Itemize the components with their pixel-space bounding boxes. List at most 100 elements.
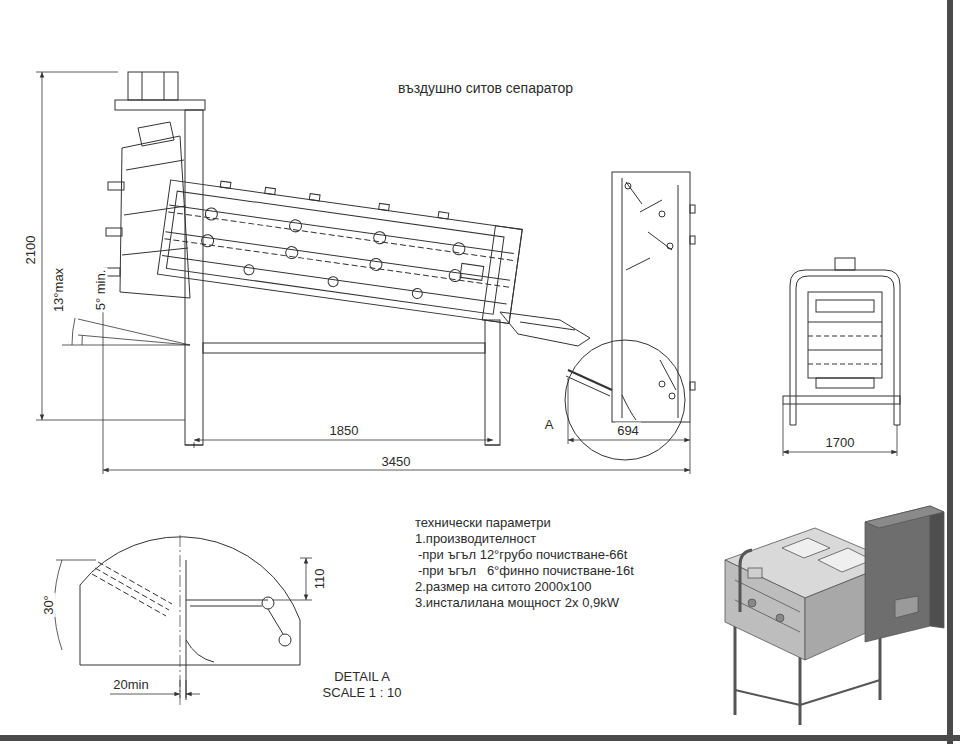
- separator-side-view: [128, 72, 178, 100]
- separator-end-view: [783, 452, 897, 453]
- separator-3d-view: [776, 614, 784, 622]
- angle-label: 30°: [41, 593, 56, 617]
- separator-end-view: [808, 292, 882, 378]
- detail-a-view: [180, 535, 181, 705]
- separator-side-view: [285, 246, 299, 260]
- dimension-label: 1700: [824, 435, 857, 450]
- separator-end-view: [783, 396, 900, 404]
- dimension-lines: [78, 319, 190, 345]
- detail-a-view: [186, 640, 214, 662]
- detail-title: DETAIL A: [332, 669, 392, 684]
- separator-side-view: [485, 320, 500, 445]
- separator-side-view: [106, 228, 122, 236]
- detail-a-view: [186, 600, 268, 601]
- separator-side-view: [138, 122, 174, 146]
- separator-end-view: [783, 404, 784, 456]
- separator-end-view: [897, 425, 898, 456]
- separator-side-view: [379, 203, 390, 210]
- separator-side-view: [659, 211, 665, 217]
- separator-side-view: [690, 205, 695, 213]
- dimension-lines: [36, 72, 690, 474]
- separator-side-view: [142, 72, 143, 100]
- detail-a-view: [180, 680, 181, 698]
- separator-3d-view: [930, 506, 944, 628]
- spec-line: 3.инсталилана мощност 2х 0,9kW: [413, 595, 621, 610]
- separator-side-view: [104, 72, 695, 460]
- angle-label: 13°max: [51, 266, 66, 314]
- separator-side-view: [626, 182, 642, 204]
- dimension-lines: [194, 440, 493, 441]
- separator-side-view: [625, 183, 631, 189]
- separator-side-view: [120, 136, 190, 298]
- separator-3d-view: [725, 560, 805, 660]
- dimension-lines: [690, 422, 691, 474]
- detail-a-view: [306, 558, 307, 600]
- separator-side-view: [162, 256, 507, 304]
- separator-side-view: [626, 258, 650, 270]
- separator-side-view: [669, 393, 675, 399]
- detail-a-view: [80, 537, 300, 665]
- detail-scale: SCALE 1 : 10: [321, 685, 404, 700]
- separator-side-view: [201, 234, 215, 248]
- sheet-border: [947, 0, 953, 744]
- separator-side-view: [124, 206, 186, 215]
- dimension-lines: [103, 470, 690, 471]
- dimension-label: 2100: [23, 234, 38, 267]
- separator-3d-view: [735, 580, 800, 612]
- dimension-label: 110: [312, 567, 327, 592]
- separator-side-view: [452, 242, 466, 256]
- separator-side-view: [690, 236, 695, 244]
- separator-3d-view: [748, 568, 762, 578]
- separator-3d-view: [865, 506, 944, 528]
- separator-end-view: [796, 276, 894, 425]
- separator-3d-view: [725, 506, 944, 725]
- separator-end-view: [790, 425, 796, 426]
- separator-side-view: [289, 219, 303, 233]
- separator-3d-view: [734, 620, 737, 715]
- dimension-lines: [72, 318, 75, 345]
- detail-a-view: [56, 560, 96, 561]
- dimension-label: 1850: [328, 423, 361, 438]
- separator-end-view: [835, 258, 855, 270]
- spec-line: -при ъгъл 12°грубо почистване-66t: [416, 547, 629, 562]
- separator-side-view: [157, 174, 523, 323]
- detail-a-view: [190, 606, 262, 607]
- detail-a-view: [262, 597, 274, 609]
- separator-end-view: [808, 350, 882, 351]
- separator-side-view: [126, 160, 184, 170]
- separator-3d-view: [799, 655, 802, 725]
- separator-3d-view: [782, 538, 830, 558]
- dimension-label: 20min: [111, 677, 150, 692]
- separator-side-view: [203, 343, 485, 353]
- separator-3d-view: [818, 548, 872, 572]
- detail-a-view: [186, 680, 187, 698]
- separator-side-view: [185, 110, 203, 445]
- dimension-lines: [42, 72, 43, 420]
- separator-side-view: [108, 182, 124, 190]
- dimension-lines: [78, 335, 190, 345]
- dimension-lines: [103, 300, 104, 474]
- separator-side-view: [157, 180, 522, 323]
- separator-side-view: [622, 395, 636, 420]
- separator-side-view: [460, 263, 484, 280]
- separator-side-view: [309, 194, 320, 201]
- separator-side-view: [168, 212, 513, 260]
- separator-side-view: [612, 172, 690, 422]
- spec-heading: технически параметри: [413, 515, 553, 530]
- detail-a-view: [110, 694, 180, 695]
- spec-line: -при ъгъл 6°финно почистване-16t: [416, 563, 636, 578]
- separator-side-view: [640, 200, 662, 212]
- detail-a-view: [268, 609, 283, 634]
- separator-side-view: [678, 185, 679, 418]
- detail-a-view: [186, 560, 187, 700]
- separator-side-view: [566, 376, 610, 396]
- separator-side-view: [565, 340, 685, 460]
- separator-end-view: [790, 270, 900, 425]
- dimension-lines: [62, 345, 190, 346]
- separator-side-view: [373, 231, 387, 245]
- detail-a-view: [279, 634, 291, 646]
- separator-side-view: [485, 445, 500, 446]
